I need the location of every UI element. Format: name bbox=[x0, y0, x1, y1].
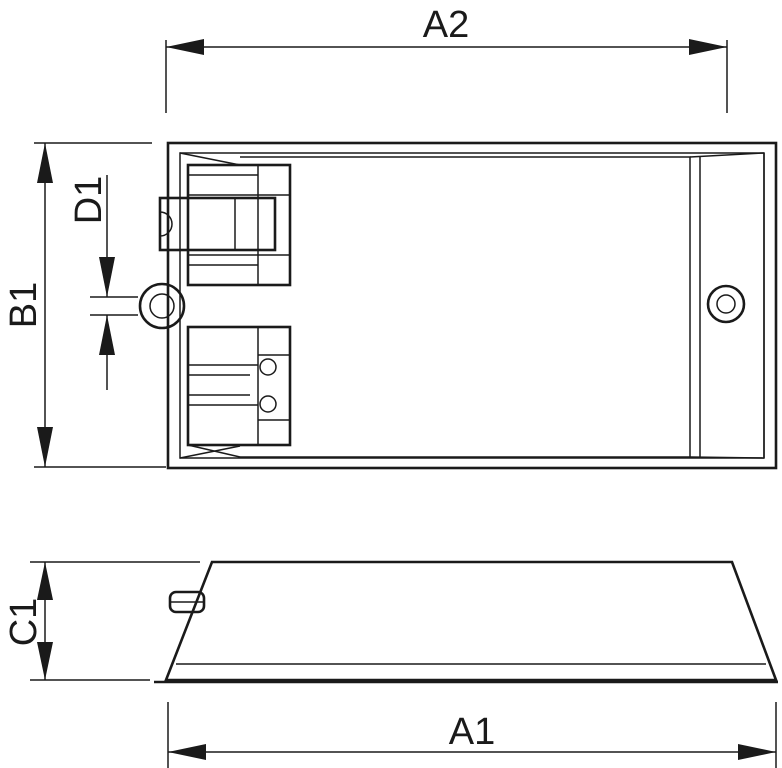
label-a1: A1 bbox=[449, 711, 495, 753]
dimension-d1: D1 bbox=[68, 175, 138, 390]
label-b1: B1 bbox=[3, 282, 45, 328]
housing-outline bbox=[166, 141, 778, 470]
label-a2: A2 bbox=[423, 4, 469, 46]
dimension-c1: C1 bbox=[3, 561, 200, 681]
label-c1: C1 bbox=[3, 598, 45, 647]
mounting-hole-left bbox=[138, 282, 186, 330]
top-view bbox=[138, 141, 778, 470]
label-d1: D1 bbox=[68, 176, 110, 225]
side-profile bbox=[164, 560, 778, 682]
terminal-block-lower bbox=[186, 325, 292, 458]
side-view bbox=[154, 560, 778, 684]
dimension-b1: B1 bbox=[3, 142, 166, 468]
mounting-hole-right bbox=[706, 284, 746, 324]
dimension-a2: A2 bbox=[165, 4, 728, 113]
terminal-block-upper bbox=[158, 163, 292, 287]
dimension-a1: A1 bbox=[167, 702, 777, 768]
